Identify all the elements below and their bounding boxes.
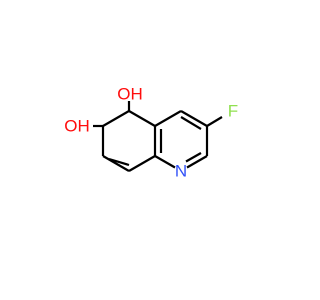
molecule-structure: OH OH F N xyxy=(64,85,238,181)
bond-c4-c3 xyxy=(180,110,208,127)
bond-c3-f xyxy=(206,116,223,127)
bond-c2-n1 xyxy=(186,155,208,169)
bond-c8-c8a xyxy=(128,155,156,172)
bond-n1-c8a xyxy=(154,155,176,169)
bonds xyxy=(93,101,223,172)
bond-c7-c8 xyxy=(102,155,130,172)
molecule-canvas: OH OH F N xyxy=(64,84,239,181)
nitrogen-label: N xyxy=(175,162,187,181)
fluorine-label: F xyxy=(228,102,238,121)
bond-c5-c6 xyxy=(102,110,130,127)
hydroxyl-label-top: OH xyxy=(117,85,143,104)
bond-c4a-c4 xyxy=(154,110,182,127)
hydroxyl-label-left: OH xyxy=(64,117,90,136)
bond-c5-c4a xyxy=(128,110,156,127)
bond-c2-n1-inner xyxy=(185,152,202,163)
atom-labels: OH OH F N xyxy=(64,85,238,181)
bond-c7-c8-inner xyxy=(108,157,130,167)
bond-c4-c3-inner xyxy=(180,116,202,130)
